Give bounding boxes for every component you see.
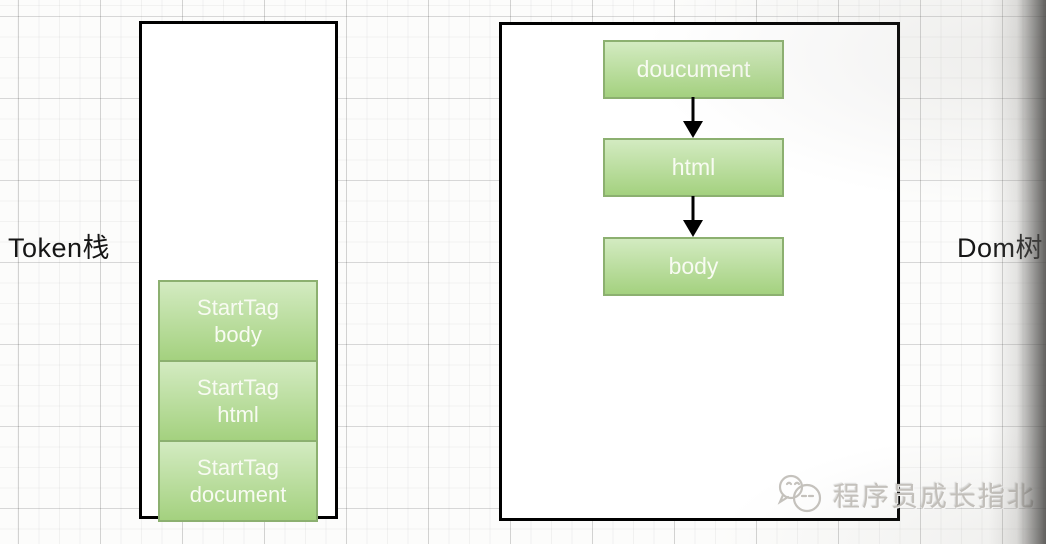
dom-node-document: doucument [603,40,784,99]
token-line2: document [189,482,287,507]
token-line1: StartTag [197,455,279,480]
chat-bubbles-icon [777,474,822,513]
token-stack-item-body: StartTag body [158,280,318,362]
watermark-text: 程序员成长指北 [833,481,1036,512]
arrow-down-icon [683,196,703,237]
token-stack-label: Token栈 [8,233,111,263]
token-line1: StartTag [197,295,279,320]
token-line2: html [217,402,259,427]
token-line1: StartTag [197,375,279,400]
dom-node-body: body [603,237,784,296]
watermark: 程序员成长指北 [776,472,1036,516]
dom-node-html: html [603,138,784,197]
token-stack-item-html: StartTag html [158,360,318,442]
dom-tree-label: Dom树 [957,233,1044,263]
token-line2: body [214,322,262,347]
token-stack-item-document: StartTag document [158,440,318,522]
arrow-down-icon [683,97,703,138]
